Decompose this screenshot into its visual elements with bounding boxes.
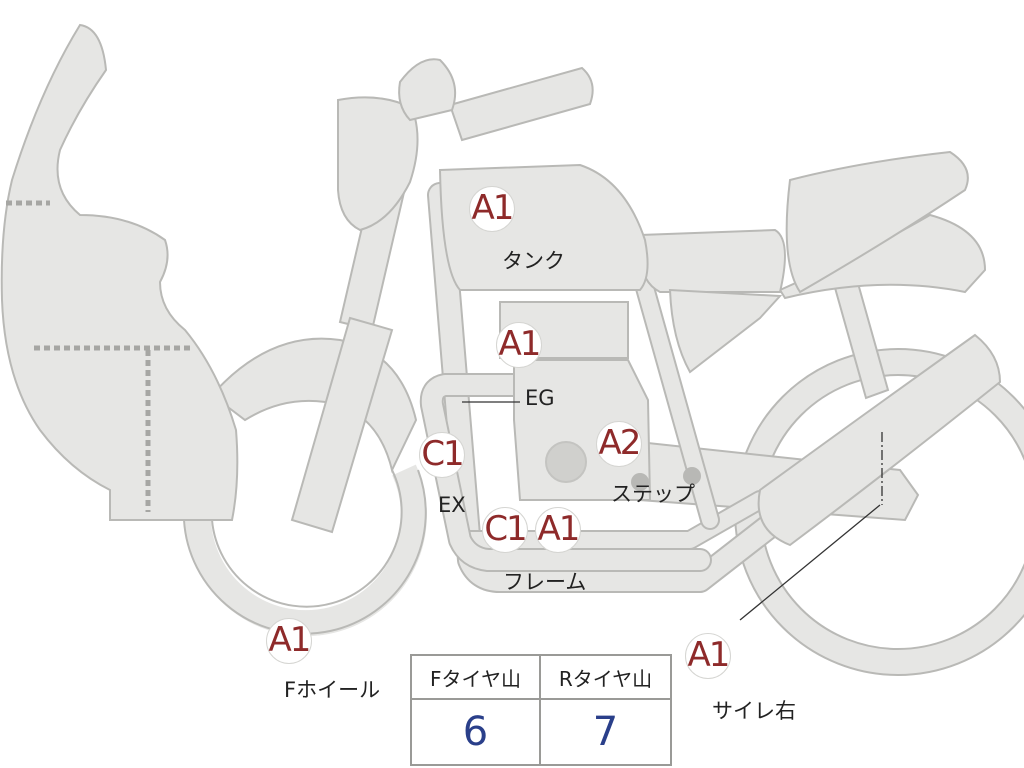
exhaust-label: EX bbox=[438, 493, 466, 517]
tire-tread-table: Fタイヤ山 Rタイヤ山 6 7 bbox=[410, 654, 672, 766]
rear-tire-value: 7 bbox=[592, 709, 619, 755]
front-wheel-grade-badge: A1 bbox=[266, 618, 312, 664]
seat bbox=[638, 228, 786, 293]
front-cowl bbox=[0, 23, 239, 521]
rear-muffler bbox=[757, 333, 1002, 547]
frame-grade-badge-a1: A1 bbox=[535, 507, 581, 553]
tank-label: タンク bbox=[502, 249, 565, 273]
muffler-grade-badge: A1 bbox=[685, 633, 731, 679]
side-cover bbox=[668, 288, 783, 374]
front-wheel-label: Fホイール bbox=[284, 678, 381, 702]
front-tire-header: Fタイヤ山 bbox=[412, 656, 541, 700]
frame-label: フレーム bbox=[503, 570, 587, 594]
muffler-leader-line bbox=[739, 504, 881, 621]
front-tire-value: 6 bbox=[412, 700, 541, 764]
seat-rear bbox=[785, 150, 969, 294]
rear-tire-header: Rタイヤ山 bbox=[541, 656, 670, 700]
headlight bbox=[337, 96, 419, 232]
tank-grade-badge: A1 bbox=[469, 186, 515, 232]
engine-grade-badge: A1 bbox=[496, 322, 542, 368]
muffler-label: サイレ右 bbox=[712, 699, 796, 723]
frame-grade-badge-c1: C1 bbox=[482, 507, 528, 553]
engine-label: EG bbox=[525, 386, 555, 410]
step-label: ステップ bbox=[611, 482, 695, 506]
mirror bbox=[398, 58, 456, 122]
step-grade-badge: A2 bbox=[596, 421, 642, 467]
exhaust-grade-badge: C1 bbox=[419, 432, 465, 478]
